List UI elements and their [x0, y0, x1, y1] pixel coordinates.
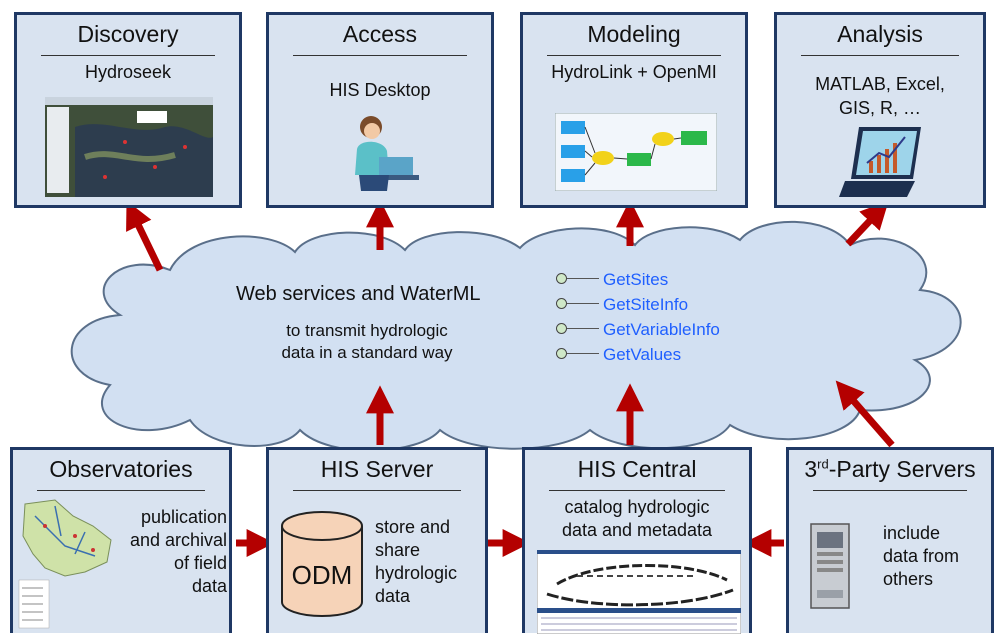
- arrow-to-analysis: [845, 200, 889, 247]
- cloud-subtitle: to transmit hydrologic data in a standar…: [262, 320, 472, 364]
- web-services-cloud: [70, 220, 962, 452]
- openmi-workflow-image: [555, 113, 717, 191]
- server-tower-icon: [810, 523, 850, 609]
- observatories-text-line-4: data: [191, 576, 227, 596]
- arrow-to-discovery: [126, 200, 164, 272]
- third-party-title-sup: rd: [817, 456, 829, 472]
- analysis-divider: [801, 55, 959, 56]
- access-divider: [293, 55, 467, 56]
- discovery-subtitle: Hydroseek: [84, 62, 172, 82]
- third-party-text: include data from others: [883, 522, 991, 591]
- observatories-box[interactable]: Observatories publication and archival o…: [10, 447, 232, 633]
- modeling-box[interactable]: Modeling HydroLink + OpenMI: [520, 12, 748, 208]
- analysis-subtitle-line-1: MATLAB, Excel,: [815, 74, 945, 94]
- odm-label: ODM: [291, 560, 353, 590]
- service-bullet-icon: [556, 348, 567, 359]
- modeling-divider: [547, 55, 721, 56]
- analysis-subtitle-line-2: GIS, R, …: [838, 98, 921, 118]
- third-party-text-line-2: data from: [883, 546, 960, 566]
- third-party-servers-title: 3rd-Party Servers: [789, 456, 991, 483]
- observatories-text-line-2: and archival: [129, 530, 227, 550]
- service-bullet-icon: [556, 298, 567, 309]
- observatories-divider: [37, 490, 205, 491]
- observatories-text-line-1: publication: [140, 507, 227, 527]
- his-central-box[interactable]: HIS Central catalog hydrologic data and …: [522, 447, 752, 634]
- service-connector: [567, 353, 599, 354]
- modeling-title: Modeling: [587, 21, 681, 47]
- his-server-divider: [293, 490, 461, 491]
- catalog-screenshot-image: [537, 550, 741, 634]
- his-central-title: HIS Central: [577, 456, 697, 482]
- his-central-divider: [549, 490, 725, 491]
- his-server-box[interactable]: HIS Server ODM store and share hydrologi…: [266, 447, 488, 633]
- observatories-title: Observatories: [49, 456, 193, 482]
- watershed-map-image: [18, 499, 112, 629]
- third-party-text-line-1: include: [883, 523, 941, 543]
- his-server-text-line-2: share: [375, 540, 421, 560]
- service-getsiteinfo[interactable]: GetSiteInfo: [603, 295, 689, 314]
- his-server-text-line-1: store and: [375, 517, 451, 537]
- hydroseek-map-image: [45, 97, 213, 197]
- observatories-text: publication and archival of field data: [109, 506, 227, 598]
- service-connector: [567, 328, 599, 329]
- desktop-user-icon: [355, 116, 419, 191]
- his-server-text-line-4: data: [375, 586, 411, 606]
- discovery-box[interactable]: Discovery Hydroseek: [14, 12, 242, 208]
- analysis-box[interactable]: Analysis MATLAB, Excel, GIS, R, …: [774, 12, 986, 208]
- modeling-subtitle: HydroLink + OpenMI: [551, 62, 717, 82]
- discovery-divider: [41, 55, 215, 56]
- his-central-subtitle-line-1: catalog hydrologic: [564, 497, 710, 517]
- cloud-title: Web services and WaterML: [236, 283, 481, 305]
- third-party-divider: [813, 490, 967, 491]
- third-party-servers-box[interactable]: 3rd-Party Servers include data from othe…: [786, 447, 994, 633]
- cloud-subtitle-line-2: data in a standard way: [281, 343, 453, 362]
- observatories-text-line-3: of field: [173, 553, 227, 573]
- arrow-3rdparty-to-cloud: [835, 380, 895, 448]
- discovery-title: Discovery: [77, 21, 179, 47]
- his-central-subtitle-line-2: data and metadata: [561, 520, 713, 540]
- service-bullet-icon: [556, 273, 567, 284]
- third-party-title-number: 3: [804, 456, 818, 482]
- third-party-text-line-3: others: [883, 569, 934, 589]
- access-title: Access: [342, 21, 418, 47]
- service-getsites[interactable]: GetSites: [603, 270, 669, 289]
- cloud-subtitle-line-1: to transmit hydrologic: [286, 321, 448, 340]
- odm-database-icon: [281, 511, 363, 617]
- analysis-title: Analysis: [837, 21, 923, 47]
- third-party-title-rest: -Party Servers: [828, 456, 976, 482]
- access-subtitle: HIS Desktop: [329, 80, 431, 100]
- service-connector: [567, 303, 599, 304]
- his-server-text-line-3: hydrologic: [375, 563, 458, 583]
- his-server-title: HIS Server: [320, 456, 434, 482]
- access-box[interactable]: Access HIS Desktop: [266, 12, 494, 208]
- service-getvalues[interactable]: GetValues: [603, 345, 682, 364]
- his-server-text: store and share hydrologic data: [375, 516, 485, 608]
- laptop-chart-icon: [839, 127, 921, 197]
- service-bullet-icon: [556, 323, 567, 334]
- service-connector: [567, 278, 599, 279]
- service-getvariableinfo[interactable]: GetVariableInfo: [603, 320, 720, 339]
